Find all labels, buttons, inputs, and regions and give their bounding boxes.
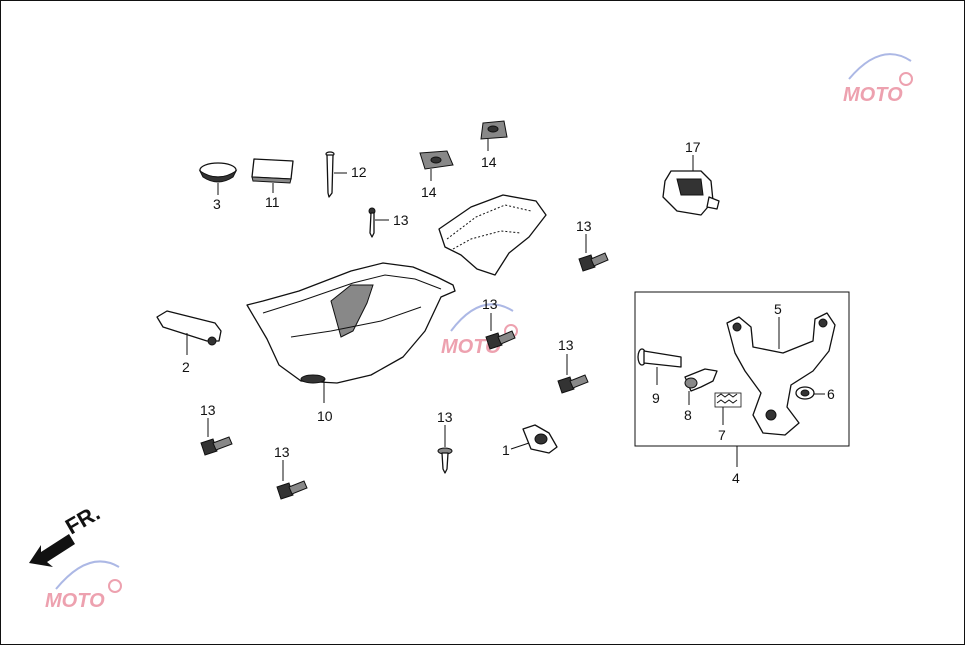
callout-7: 7 — [718, 427, 726, 443]
part-13-bolt — [276, 480, 308, 500]
callout-8: 8 — [684, 407, 692, 423]
callout-2: 2 — [182, 359, 190, 375]
callout-5: 5 — [774, 301, 782, 317]
part-8-stopper — [684, 368, 718, 392]
callout-16: 13 — [393, 212, 409, 228]
callout-1: 1 — [502, 442, 510, 458]
svg-text:MOTO: MOTO — [441, 336, 501, 358]
part-12-pin — [325, 151, 335, 198]
part-5-stand-bracket — [726, 312, 836, 436]
part-10-luggage-box — [246, 262, 456, 384]
callout-12: 12 — [351, 164, 367, 180]
part-13-bolt — [485, 330, 516, 350]
callout-13-c: 13 — [558, 337, 574, 353]
part-9-shaft — [637, 348, 682, 368]
part-13-bolt — [578, 252, 609, 272]
callout-3: 3 — [213, 196, 221, 212]
callout-4: 4 — [732, 470, 740, 486]
part-11-plate — [251, 158, 294, 184]
watermark-logo: MOTO — [843, 53, 913, 106]
part-15-screw — [437, 447, 453, 474]
svg-text:MOTO: MOTO — [45, 590, 105, 612]
callout-11: 11 — [265, 194, 280, 210]
part-mesh-bracket — [438, 194, 547, 276]
part-14-clip-nut — [480, 120, 508, 140]
part-17-bracket — [662, 170, 720, 216]
callout-13-d: 13 — [200, 402, 216, 418]
front-direction-indicator: FR. — [29, 500, 104, 567]
part-7-spring — [714, 392, 742, 408]
part-13-bolt — [557, 374, 589, 394]
front-arrow-icon — [29, 534, 75, 567]
callout-13-a: 13 — [576, 218, 592, 234]
callout-13-e: 13 — [274, 444, 290, 460]
part-1-clamp — [522, 424, 558, 454]
part-16-rivet — [368, 207, 376, 238]
assembly-4-box — [634, 291, 850, 447]
callout-13-b: 13 — [482, 296, 498, 312]
callout-14a: 14 — [421, 184, 437, 200]
watermark-logo: MOTO — [45, 560, 122, 612]
callout-17: 17 — [685, 139, 701, 155]
part-3-cap — [198, 162, 238, 183]
callout-15: 13 — [437, 409, 453, 425]
callout-14b: 14 — [481, 154, 497, 170]
callout-9: 9 — [652, 390, 660, 406]
part-14-clip-nut — [419, 150, 454, 170]
part-13-bolt — [200, 436, 233, 456]
callout-10: 10 — [317, 408, 333, 424]
part-2-hinge — [156, 310, 222, 346]
part-6-washer — [795, 386, 815, 400]
svg-text:MOTO: MOTO — [843, 84, 903, 106]
callout-6: 6 — [827, 386, 835, 402]
front-label: FR. — [61, 500, 104, 539]
watermark-logo: MOTO — [441, 303, 518, 358]
